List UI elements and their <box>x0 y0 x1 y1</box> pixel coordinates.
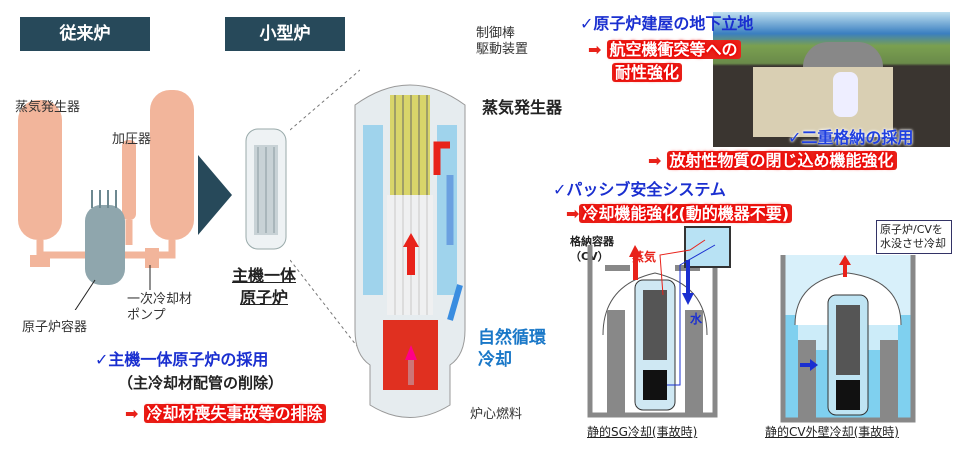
callout-line1: 原子炉/CVを <box>880 223 943 236</box>
arrow-right-icon: ➡ <box>125 404 139 423</box>
label-pump-1: 一次冷却材 <box>127 292 193 307</box>
arrow-right-icon: ➡ <box>588 40 602 59</box>
integral-reactor-title: 主機一体 原子炉 <box>230 265 298 309</box>
aircraft-resistance: ➡ 航空機衝突等への 耐性強化 <box>588 38 741 84</box>
label-crdm-2: 駆動装置 <box>476 42 529 57</box>
transition-arrow-icon <box>198 155 232 235</box>
static-cv-wall-cooling-diagram <box>780 255 916 423</box>
underground-building-image <box>713 12 950 147</box>
steam-label: 蒸気 <box>632 250 657 264</box>
piping-removal-text: （主冷却材配管の削除） <box>118 374 284 392</box>
underground-siting-text: ✓原子炉建屋の地下立地 <box>580 14 754 33</box>
aircraft-text-2: 耐性強化 <box>612 63 683 82</box>
aircraft-text-1: 航空機衝突等への <box>606 40 741 59</box>
arrow-right-icon: ➡ <box>648 151 662 170</box>
label-steam-generator: 蒸気発生器 <box>15 100 81 115</box>
header-small-reactor: 小型炉 <box>225 17 345 51</box>
integral-title-line1: 主機一体 <box>231 266 296 285</box>
static-sg-cooling-diagram <box>587 226 731 418</box>
water-label: 水 <box>690 312 703 326</box>
label-crdm: 制御棒 駆動装置 <box>476 26 528 58</box>
cooling-benefit: ➡冷却機能強化(動的機器不要) <box>566 200 793 224</box>
conventional-reactor-drawing <box>18 90 194 310</box>
integral-reactor-small-icon <box>245 128 287 250</box>
label-reactor-vessel: 原子炉容器 <box>22 320 88 335</box>
header-conventional: 従来炉 <box>20 17 150 51</box>
integral-title-line2: 原子炉 <box>239 288 288 307</box>
confinement-benefit: ➡ 放射性物質の閉じ込め機能強化 <box>648 147 897 171</box>
flooding-callout: 原子炉/CVを 水没させ冷却 <box>876 220 952 254</box>
integral-adoption-text: ✓主機一体原子炉の採用 <box>95 350 269 369</box>
label-pressurizer: 加圧器 <box>112 132 152 147</box>
label-pump-2: ポンプ <box>127 308 166 323</box>
double-containment-text: ✓二重格納の採用 <box>788 128 914 147</box>
cooling-text: 冷却機能強化(動的機器不要) <box>579 204 793 223</box>
callout-line2: 水没させ冷却 <box>880 237 946 250</box>
label-reactor-sg: 蒸気発生器 <box>482 98 563 117</box>
confinement-text: 放射性物質の閉じ込め機能強化 <box>666 151 897 170</box>
cv-label-1: 格納容器 <box>570 235 614 248</box>
natural-line2: 冷却 <box>478 350 512 370</box>
integral-reactor-cutaway <box>354 84 466 418</box>
loca-elimination-text: 冷却材喪失事故等の排除 <box>143 404 326 423</box>
passive-safety-text: ✓パッシブ安全システム <box>553 180 726 199</box>
label-core-fuel: 炉心燃料 <box>470 407 523 422</box>
loca-elimination: ➡ 冷却材喪失事故等の排除 <box>125 400 326 424</box>
arrow-right-icon: ➡ <box>566 204 580 223</box>
natural-line1: 自然循環 <box>478 328 546 348</box>
label-crdm-1: 制御棒 <box>476 26 516 41</box>
zoom-guide-lines <box>290 69 360 351</box>
label-natural-circulation: 自然循環 冷却 <box>478 327 546 371</box>
static-sg-caption: 静的SG冷却(事故時) <box>587 425 698 439</box>
static-cv-caption: 静的CV外壁冷却(事故時) <box>765 425 899 439</box>
